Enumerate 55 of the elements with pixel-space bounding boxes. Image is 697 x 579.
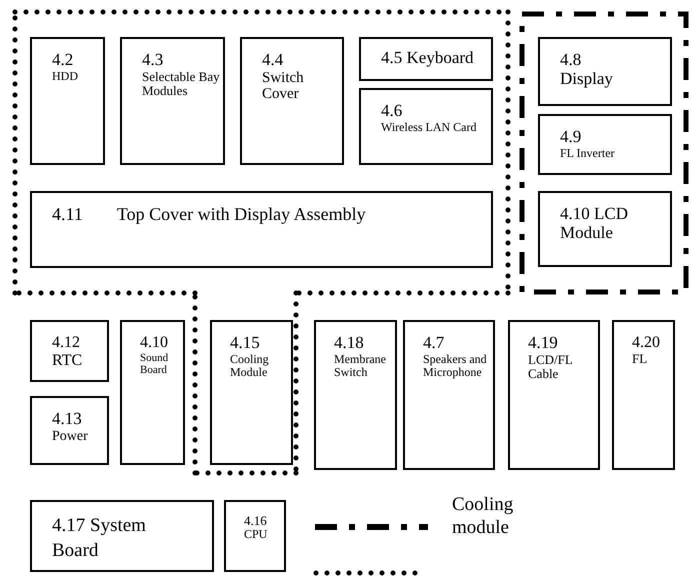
component-box — [30, 37, 105, 165]
component-box — [314, 320, 397, 470]
component-title: 4.19 — [528, 334, 559, 353]
component-box — [538, 114, 672, 175]
component-label: RTC — [52, 352, 84, 370]
component-title: 4.8 — [560, 51, 582, 70]
component-label: Power — [52, 428, 89, 444]
component-box — [538, 37, 672, 106]
component-title: 4.15 — [230, 334, 261, 353]
component-label: CPU — [244, 528, 268, 542]
component-box — [403, 320, 495, 470]
component-label: Switch Cover — [262, 70, 305, 103]
component-label: Wireless LAN Card — [381, 120, 478, 134]
component-box — [210, 320, 293, 465]
component-box — [120, 320, 185, 465]
component-label: HDD — [52, 70, 79, 83]
component-title: 4.10 LCD Module — [560, 205, 629, 242]
component-title: 4.16 — [244, 514, 268, 528]
component-title: 4.6 — [381, 102, 404, 121]
component-label: Display — [560, 70, 614, 88]
component-box — [240, 37, 344, 165]
component-label: Top Cover with Display Assembly — [116, 205, 366, 225]
component-title: 4.20 — [632, 334, 661, 352]
component-title: 4.9 — [560, 128, 582, 147]
component-box — [30, 500, 214, 572]
component-box — [120, 37, 225, 165]
component-label: FL Inverter — [560, 146, 616, 160]
component-box — [508, 320, 600, 470]
component-label: LCD/FL Cable — [528, 352, 574, 382]
component-box — [538, 191, 672, 267]
component-title: 4.11 — [52, 205, 83, 225]
component-label: Cooling Module — [230, 352, 270, 380]
component-label: Membrane Switch — [334, 352, 387, 380]
component-label: Sound Board — [140, 352, 170, 376]
component-title: 4.2 — [52, 51, 74, 70]
component-title: 4.7 — [423, 334, 446, 353]
component-box — [359, 37, 493, 81]
component-title: 4.5 Keyboard — [381, 49, 475, 68]
component-title: 4.13 — [52, 410, 83, 429]
component-title: 4.18 — [334, 334, 365, 353]
component-box — [612, 320, 675, 470]
component-box — [359, 88, 493, 165]
component-title: 4.12 — [52, 334, 81, 352]
component-box — [30, 396, 109, 465]
component-label: Speakers and Microphone — [423, 352, 488, 380]
component-title: 4.4 — [262, 51, 284, 70]
component-box — [224, 500, 286, 572]
component-title: 4.17 System Board — [52, 514, 147, 563]
component-label: FL — [632, 352, 648, 366]
component-label: Selectable Bay Modules — [142, 70, 221, 98]
component-title: 4.10 — [140, 334, 169, 352]
component-title: 4.3 — [142, 51, 164, 70]
component-box — [30, 191, 493, 268]
component-box — [30, 320, 109, 382]
legend-label: Cooling module — [452, 494, 514, 540]
